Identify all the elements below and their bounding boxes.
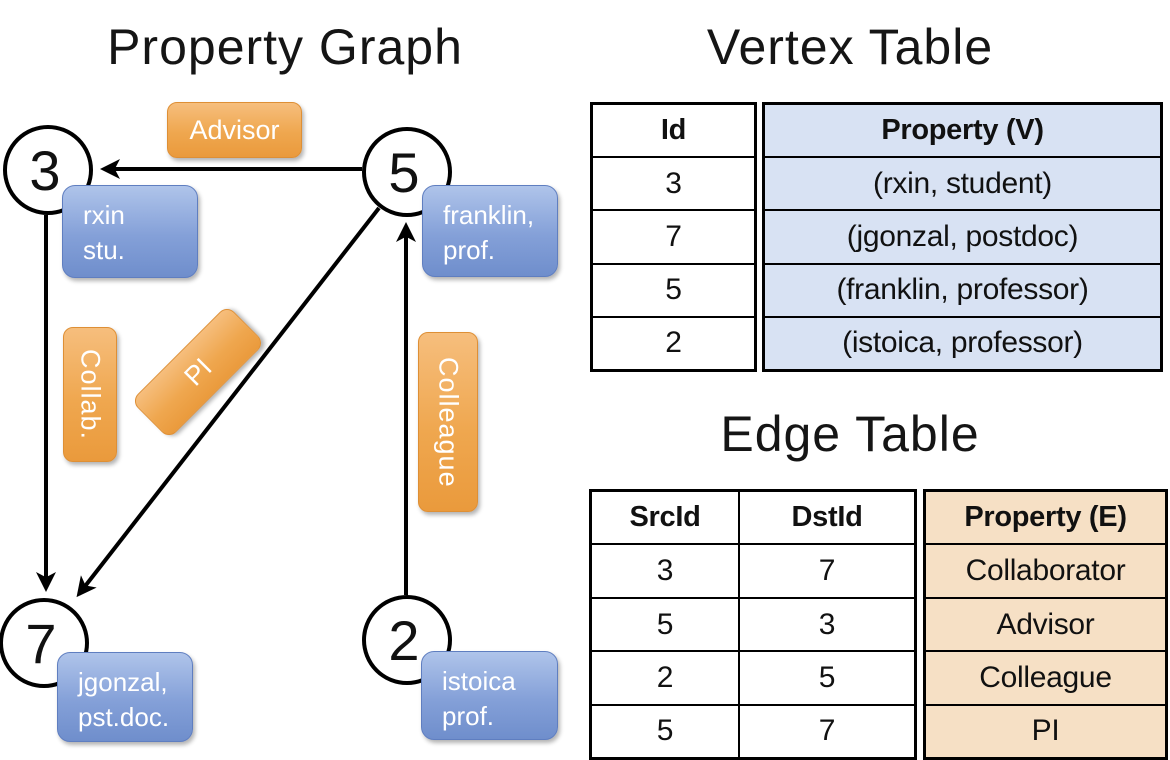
vertex-property-line: jgonzal,: [78, 667, 168, 697]
edge-label-text: Colleague: [433, 356, 464, 488]
vertex-property-line: franklin,: [443, 200, 535, 230]
table-cell: 7: [818, 554, 836, 588]
graph-edges: [36, 159, 416, 598]
edge-label-text: PI: [178, 352, 218, 392]
node-id-label: 2: [388, 608, 420, 672]
vertex-table-title: Vertex Table: [706, 19, 994, 75]
table-cell: 3: [818, 607, 836, 641]
graph-node-2: 2: [362, 595, 452, 685]
property-graph-title: Property Graph: [107, 19, 463, 75]
table-cell: PI: [926, 703, 1165, 758]
node-id-label: 5: [388, 140, 420, 204]
table-row: 3 7: [592, 543, 914, 597]
edge-label-collab: Collab.: [63, 327, 117, 462]
vertex-property-line: stu.: [83, 235, 125, 265]
table-cell: 3: [593, 156, 754, 209]
edge-label-colleague: Colleague: [418, 332, 478, 512]
vertex-property-line: prof.: [443, 235, 496, 265]
table-cell: (rxin, student): [765, 156, 1160, 210]
edge-table-property-header: Property (E): [926, 492, 1165, 544]
table-cell: 5: [592, 705, 740, 758]
table-cell: Advisor: [926, 596, 1165, 651]
table-cell: (franklin, professor): [765, 262, 1160, 316]
table-row: 5 3: [592, 596, 914, 651]
vertex-table-id-column: Id 3 7 5 2: [590, 102, 757, 372]
table-cell: 3: [592, 545, 740, 597]
table-cell: 7: [593, 209, 754, 262]
edge-table-dst-header: DstId: [791, 501, 863, 534]
table-cell: 7: [818, 714, 836, 748]
table-cell: 2: [592, 652, 740, 704]
vertex-table-property-header: Property (V): [765, 105, 1160, 157]
edge-label-advisor: Advisor: [167, 102, 302, 158]
table-cell: (jgonzal, postdoc): [765, 209, 1160, 263]
node-id-label: 3: [29, 138, 61, 202]
vertex-table-id-header: Id: [660, 114, 687, 147]
edge-table-id-columns: SrcId DstId 3 7 5 3 2 5 5 7: [589, 489, 917, 760]
vertex-property-box-2: istoica prof.: [421, 651, 558, 740]
vertex-table-property-column: Property (V) (rxin, student) (jgonzal, p…: [762, 102, 1163, 372]
table-row: 5 7: [592, 703, 914, 758]
table-cell: 2: [593, 315, 754, 369]
edge-table-id-headers: SrcId DstId: [592, 492, 914, 544]
vertex-property-line: pst.doc.: [78, 702, 170, 732]
table-cell: 5: [593, 262, 754, 316]
table-row: 2 5: [592, 650, 914, 704]
vertex-property-box-7: jgonzal, pst.doc.: [57, 652, 193, 742]
vertex-property-line: prof.: [442, 701, 495, 731]
table-cell: Collaborator: [926, 543, 1165, 597]
edge-table-src-header: SrcId: [592, 492, 740, 544]
edge-table-title: Edge Table: [720, 406, 980, 462]
edge-label-text: Collab.: [75, 348, 106, 441]
graph-node-5: 5: [362, 127, 452, 217]
vertex-property-box-3: rxin stu.: [62, 185, 198, 278]
edge-pi-line: [76, 206, 381, 598]
vertex-property-box-5: franklin, prof.: [422, 185, 558, 277]
vertex-property-line: istoica: [442, 666, 516, 696]
node-id-label: 7: [25, 611, 57, 675]
edge-table-property-column: Property (E) Collaborator Advisor Collea…: [923, 489, 1168, 760]
table-cell: 5: [592, 598, 740, 651]
edge-label-text: Advisor: [189, 114, 280, 145]
table-cell: 5: [818, 660, 836, 694]
vertex-property-line: rxin: [83, 200, 125, 230]
table-cell: Colleague: [926, 650, 1165, 704]
table-cell: (istoica, professor): [765, 315, 1160, 370]
